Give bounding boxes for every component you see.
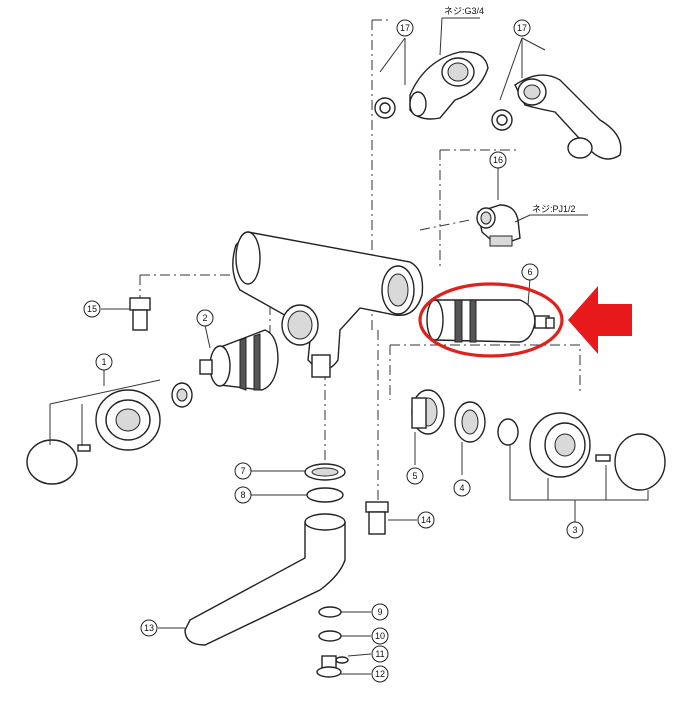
svg-text:15: 15 (87, 304, 97, 314)
part-10-oring (318, 630, 371, 642)
callout-11: 11 (371, 645, 389, 663)
part-4-ring (454, 401, 486, 475)
part-8-ring (251, 487, 344, 503)
part-5-adapter (411, 389, 445, 465)
thread-note-g34: ネジ:G3/4 (444, 6, 484, 16)
part-6-cartridge-right (426, 277, 555, 343)
part-2-cartridge-left (199, 324, 279, 391)
svg-text:17: 17 (400, 23, 410, 33)
svg-text:9: 9 (377, 607, 382, 617)
part-9-washer (318, 606, 371, 618)
part-17-elbow-right (491, 37, 622, 160)
svg-text:17: 17 (517, 23, 527, 33)
callout-2: 2 (196, 309, 214, 327)
svg-text:10: 10 (375, 631, 385, 641)
callout-9: 9 (371, 603, 389, 621)
svg-text:13: 13 (144, 623, 154, 633)
part-11-snap-ring (335, 653, 372, 664)
callout-17-left: 17 (396, 19, 414, 37)
svg-text:14: 14 (421, 515, 431, 525)
callout-10: 10 (371, 627, 389, 645)
svg-text:1: 1 (101, 357, 106, 367)
part-13-spout (158, 513, 346, 646)
highlight-marker (418, 282, 632, 358)
svg-text:4: 4 (459, 483, 464, 493)
svg-text:11: 11 (375, 649, 384, 659)
callout-13: 13 (140, 619, 158, 637)
callout-6: 6 (521, 263, 539, 281)
callout-3: 3 (566, 521, 584, 539)
svg-text:6: 6 (527, 267, 532, 277)
svg-text:7: 7 (240, 466, 245, 476)
callout-5: 5 (406, 467, 424, 485)
part-7-oring (251, 463, 346, 481)
main-valve-body (232, 231, 424, 378)
part-16-fitting (476, 168, 588, 247)
callout-8: 8 (234, 486, 252, 504)
part-1-handle-left (26, 368, 193, 485)
svg-text:2: 2 (202, 313, 207, 323)
part-17-elbow-left (374, 17, 489, 120)
part-3-handle-right (497, 412, 666, 525)
callout-15: 15 (83, 300, 101, 318)
callout-14: 14 (417, 511, 435, 529)
part-12-screw (316, 655, 371, 678)
part-15-check-valve (101, 297, 151, 331)
callout-4: 4 (453, 479, 471, 497)
svg-text:3: 3 (572, 525, 577, 535)
svg-text:16: 16 (493, 155, 503, 165)
svg-text:5: 5 (412, 471, 417, 481)
callout-12: 12 (371, 665, 389, 683)
callout-17-right: 17 (513, 19, 531, 37)
callout-16: 16 (489, 151, 507, 169)
callout-1: 1 (95, 353, 113, 371)
thread-note-pj12: ネジ:PJ1/2 (532, 204, 576, 214)
svg-text:8: 8 (240, 490, 245, 500)
part-14-check-valve (365, 501, 417, 535)
svg-text:12: 12 (375, 669, 385, 679)
callout-7: 7 (234, 462, 252, 480)
